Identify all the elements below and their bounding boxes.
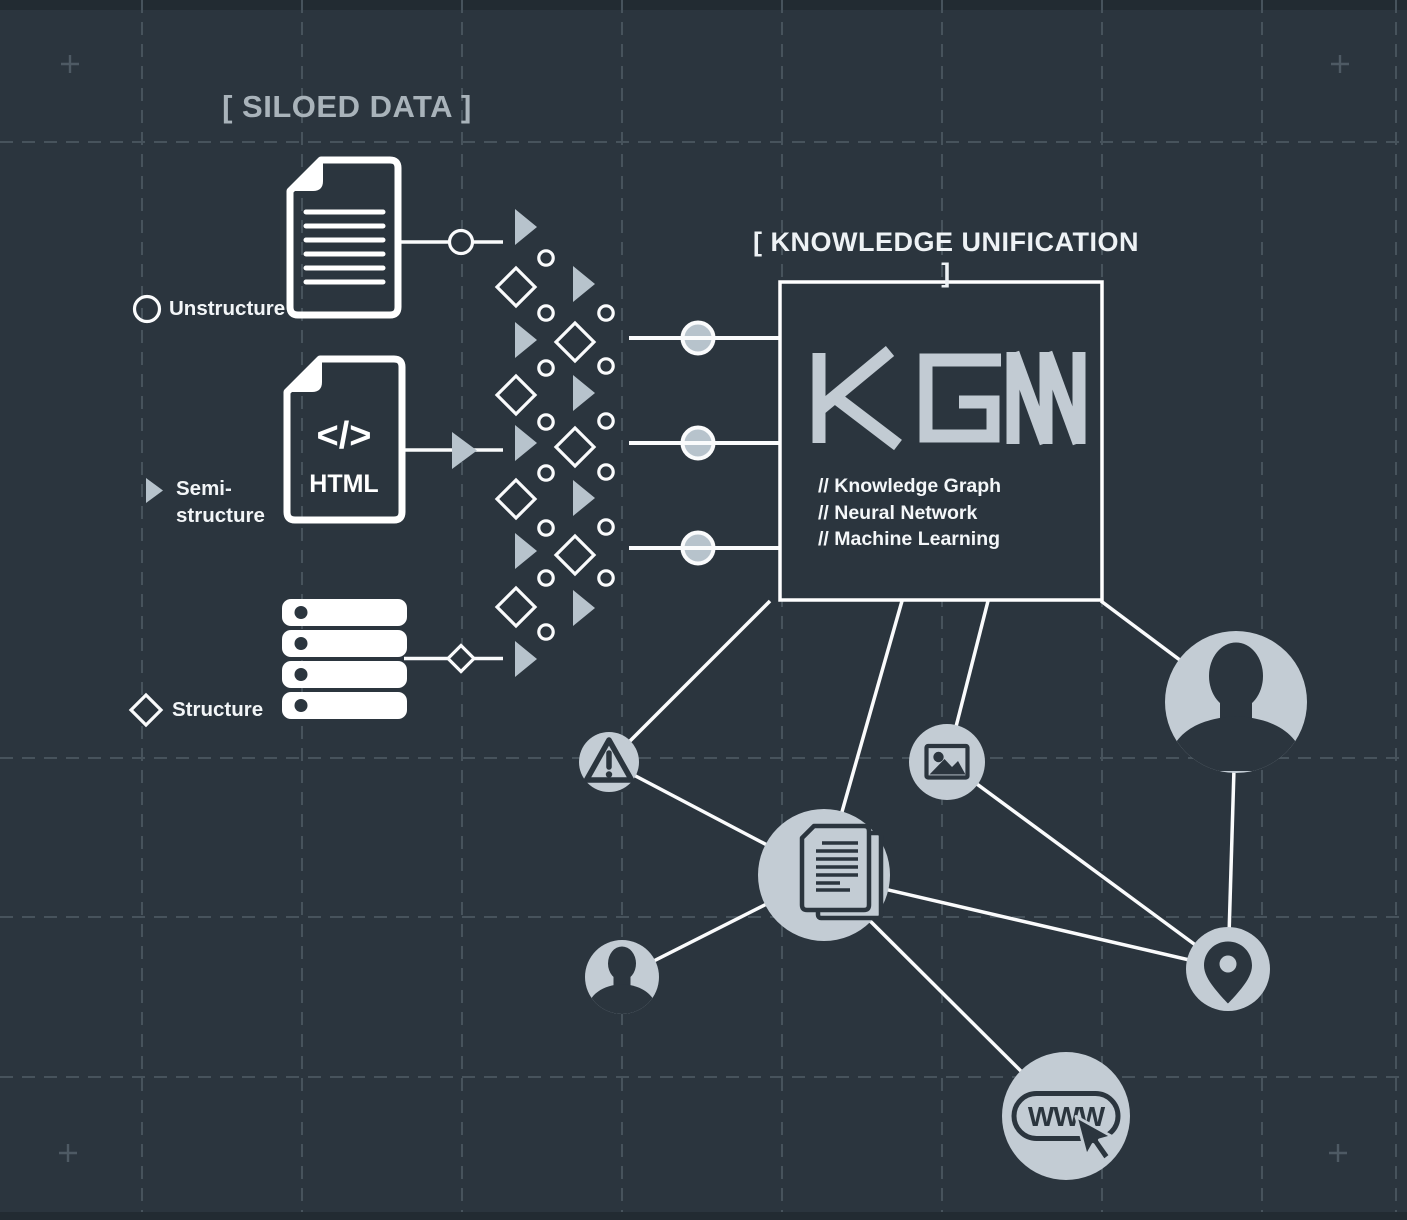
web-node: WWW: [1002, 1052, 1130, 1180]
warning-icon: [583, 737, 635, 783]
input-links: [398, 228, 503, 674]
semistructured-link-marker-triangle: [452, 432, 477, 469]
kgnn-logo: KGNN: [812, 345, 1086, 451]
semistructured-label-line1: Semi-: [176, 477, 232, 500]
structured-label: Structure: [172, 698, 264, 721]
alert-node: [579, 732, 639, 792]
html-file-icon: </> HTML: [283, 355, 406, 524]
document-text-lines: [303, 209, 386, 285]
person-node-large: [1165, 631, 1307, 773]
cursor-icon: [1074, 1115, 1114, 1162]
code-glyph: </>: [317, 415, 372, 457]
database-icon: [282, 599, 407, 719]
kgnn-feature-list: // Knowledge Graph // Neural Network // …: [818, 473, 1001, 553]
documents-icon: [799, 823, 884, 921]
person-icon-small: [585, 946, 659, 1014]
location-node: [1186, 927, 1270, 1011]
document-fold: [290, 159, 323, 191]
semistructured-marker-icon: [146, 478, 163, 503]
knowledge-unification-title: [ KNOWLEDGE UNIFICATION ]: [753, 227, 1139, 288]
structured-marker-icon: [128, 692, 164, 728]
kgnn-feature-knowledge-graph: // Knowledge Graph: [818, 475, 1002, 497]
kgnn-box: KGNN: [778, 280, 1104, 602]
document-icon: [286, 156, 402, 319]
legend-markers: [128, 294, 164, 728]
location-pin-icon: [1204, 941, 1252, 1004]
grid-plus-marks: [59, 55, 1349, 1162]
image-icon: [924, 743, 970, 780]
neural-lattice: [494, 209, 615, 677]
www-browser-icon: WWW: [1011, 1091, 1121, 1162]
unstructured-label: Unstructure: [169, 297, 286, 320]
semistructured-label-line2: structure: [176, 503, 265, 527]
semistructured-label: Semi- structure: [176, 476, 265, 529]
kgnn-feature-machine-learning: // Machine Learning: [818, 528, 1001, 550]
person-node-small: [585, 940, 659, 1014]
html-file-label: HTML: [309, 470, 378, 498]
html-file-fold: [288, 358, 322, 392]
siloed-data-title: [ SILOED DATA ]: [222, 89, 472, 124]
person-icon-large: [1165, 642, 1307, 771]
bottom-border-bar: [0, 1212, 1407, 1220]
graph-nodes: WWW: [579, 631, 1307, 1180]
unstructured-link-marker-circle: [447, 228, 475, 256]
image-node: [909, 724, 985, 800]
structured-link-marker-diamond: [445, 643, 477, 674]
top-border-bar: [0, 0, 1407, 10]
kgnn-feature-neural-network: // Neural Network: [818, 501, 978, 524]
graph-edges: [607, 599, 1238, 1118]
unstructured-marker-icon: [132, 294, 162, 324]
documents-node: [758, 809, 890, 941]
lattice-output-links: [629, 320, 779, 566]
